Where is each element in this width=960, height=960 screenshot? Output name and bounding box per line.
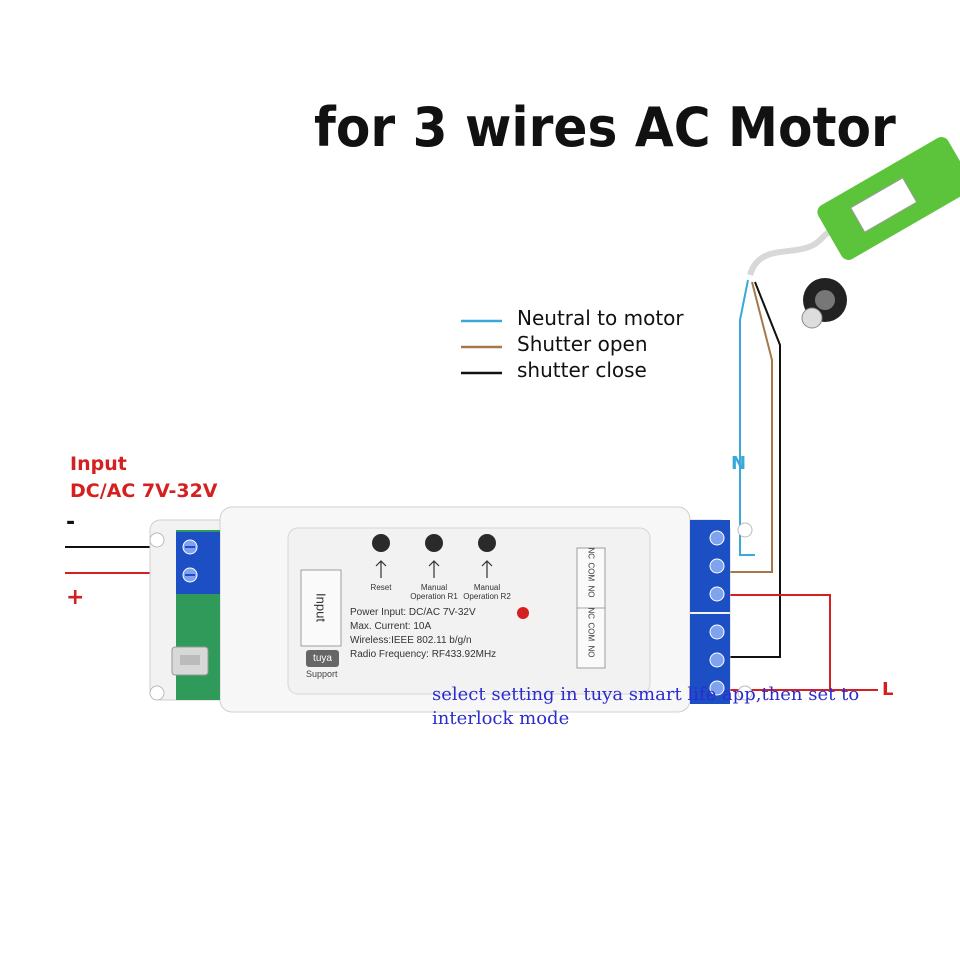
relay-r2-com: COM bbox=[586, 622, 596, 642]
plus-sign: + bbox=[66, 585, 85, 610]
relay-r1-com: COM bbox=[586, 562, 596, 582]
legend-open: Shutter open bbox=[517, 332, 648, 356]
page-title: for 3 wires AC Motor bbox=[314, 96, 896, 159]
close-wire bbox=[730, 281, 781, 658]
live-letter: L bbox=[882, 679, 894, 700]
tuya-logo: tuya bbox=[306, 650, 339, 667]
legend-neutral: Neutral to motor bbox=[517, 306, 684, 330]
neutral-wire bbox=[739, 279, 755, 556]
reset-button[interactable] bbox=[372, 534, 390, 552]
reset-arrow-icon bbox=[375, 560, 387, 578]
legend-close: shutter close bbox=[517, 358, 647, 382]
relay-r2-no: NO bbox=[586, 645, 596, 658]
input-voltage: DC/AC 7V-32V bbox=[70, 480, 218, 502]
input-terminal-block bbox=[176, 532, 220, 594]
setup-note: select setting in tuya smart life app,th… bbox=[432, 684, 860, 729]
reset-label: Reset bbox=[370, 583, 392, 592]
neutral-letter: N bbox=[731, 453, 747, 474]
manual-r1-button[interactable] bbox=[425, 534, 443, 552]
panel-input-label: Input bbox=[313, 593, 329, 622]
relay-r1-no: NO bbox=[586, 585, 596, 598]
input-title: Input bbox=[70, 453, 127, 475]
spec-radio: Radio Frequency: RF433.92MHz bbox=[350, 649, 497, 660]
support-label: Support bbox=[306, 669, 338, 679]
live-wire bbox=[718, 594, 878, 691]
open-wire bbox=[730, 281, 773, 573]
minus-sign: - bbox=[66, 510, 76, 535]
manual-r2-button[interactable] bbox=[478, 534, 496, 552]
spec-current: Max. Current: 10A bbox=[350, 621, 432, 632]
r1-arrow-icon bbox=[428, 560, 440, 578]
tubular-motor bbox=[801, 137, 960, 329]
r2-label: Manual Operation R2 bbox=[463, 583, 511, 601]
spec-power: Power Input: DC/AC 7V-32V bbox=[350, 607, 476, 618]
spec-wireless: Wireless:IEEE 802.11 b/g/n bbox=[350, 635, 472, 646]
r2-arrow-icon bbox=[481, 560, 493, 578]
r1-label: Manual Operation R1 bbox=[410, 583, 458, 601]
output-terminal-block bbox=[690, 520, 730, 704]
